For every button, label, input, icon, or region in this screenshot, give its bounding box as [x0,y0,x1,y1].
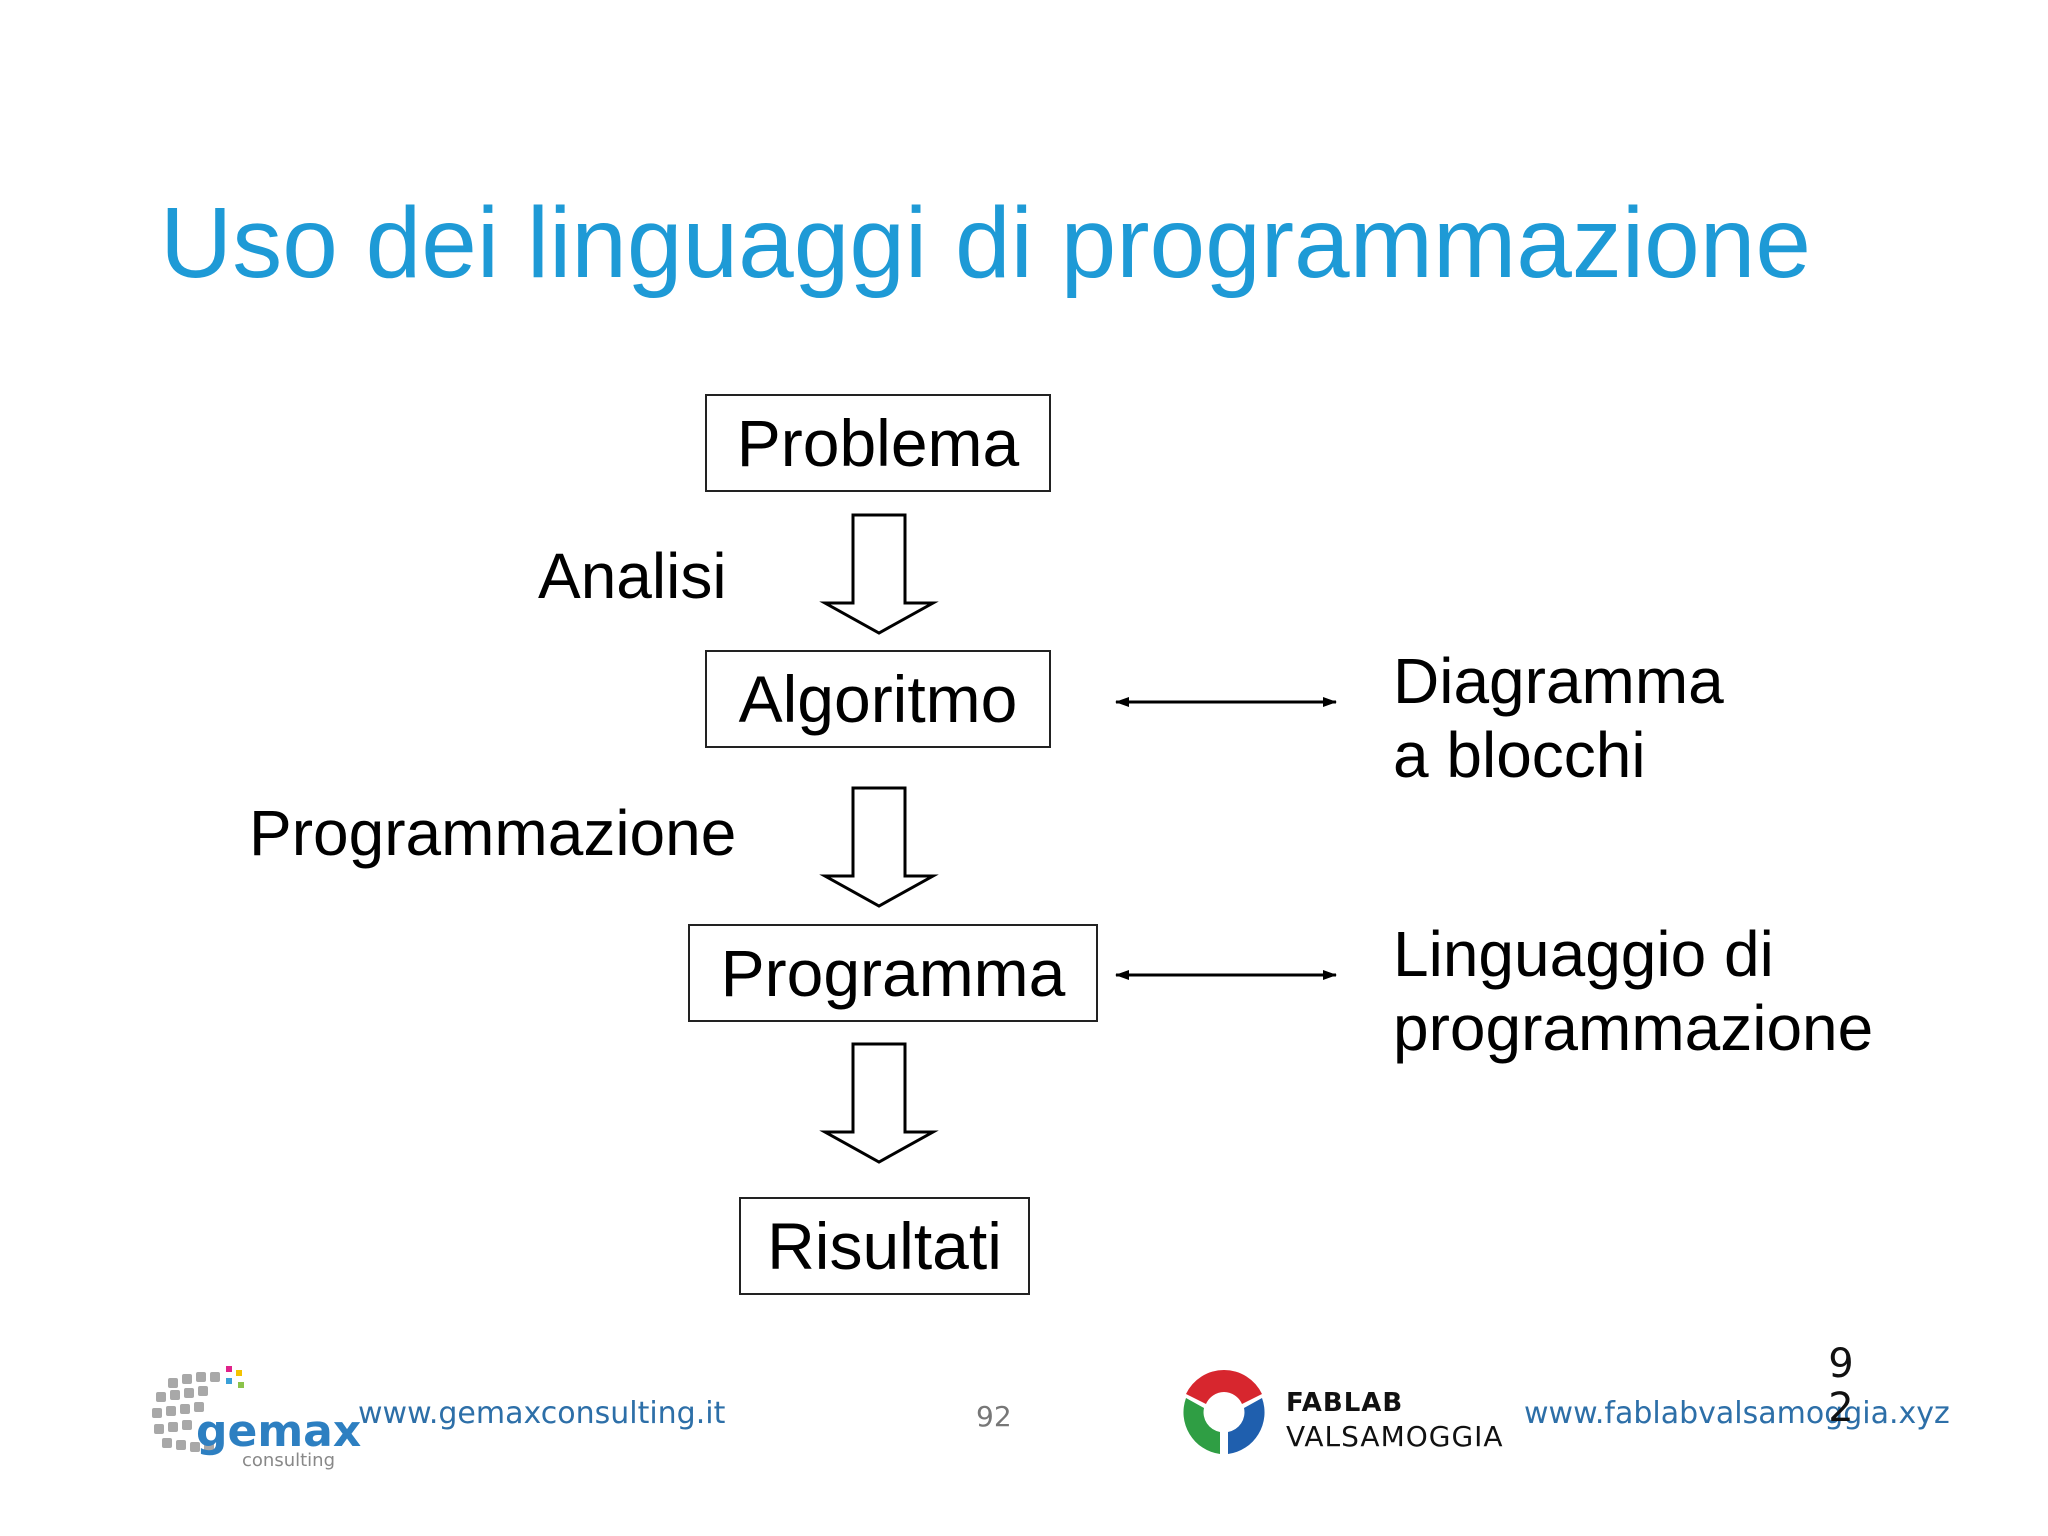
slide-title: Uso dei linguaggi di programmazione [160,187,1811,299]
side-note-diagramma-line1: Diagramma [1393,645,1724,717]
side-note-diagramma: Diagramma a blocchi [1393,644,1724,792]
down-arrow-2 [819,786,939,908]
gemax-logo-icon [152,1366,244,1452]
fablab-line1: FABLAB [1286,1388,1404,1418]
page-number-right-top: 9 [1828,1341,1854,1387]
side-note-linguaggio-line2: programmazione [1393,992,1874,1064]
down-arrow-3 [819,1042,939,1164]
node-risultati: Risultati [739,1197,1030,1295]
fablab-url-link[interactable]: www.fablabvalsamoggia.xyz [1524,1396,1950,1431]
side-note-linguaggio: Linguaggio di programmazione [1393,917,1873,1065]
step-label-programmazione: Programmazione [249,797,737,869]
gemax-logo-sub: consulting [242,1450,335,1471]
fablab-logo-icon [1183,1370,1265,1454]
page-number: 92 [976,1400,1012,1433]
down-arrow-1 [819,513,939,635]
page-number-right: 9 2 [1826,1342,1856,1430]
gemax-logo-text: gemax [196,1406,362,1457]
node-algoritmo: Algoritmo [705,650,1051,748]
gemax-url-link[interactable]: www.gemaxconsulting.it [358,1396,726,1431]
node-problema: Problema [705,394,1051,492]
page-number-right-bottom: 2 [1828,1385,1854,1431]
fablab-line2: VALSAMOGGIA [1286,1420,1504,1453]
step-label-analisi: Analisi [538,540,727,612]
node-programma: Programma [688,924,1098,1022]
side-note-linguaggio-line1: Linguaggio di [1393,918,1774,990]
side-note-diagramma-line2: a blocchi [1393,719,1646,791]
